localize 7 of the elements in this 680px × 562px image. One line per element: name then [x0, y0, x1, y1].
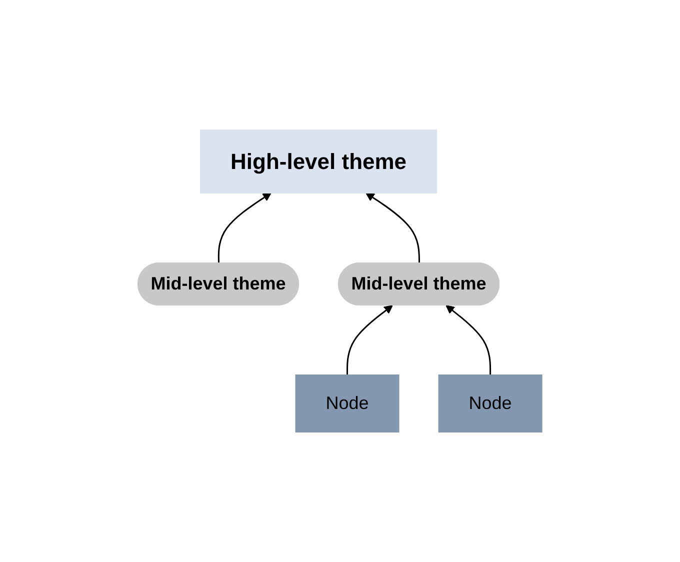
node-box: High-level theme	[200, 130, 438, 194]
node-box: Node	[295, 374, 400, 432]
arrow	[346, 305, 393, 375]
arrow	[366, 192, 420, 264]
arrow	[446, 305, 492, 375]
node-box: Node	[438, 374, 542, 432]
arrow	[218, 192, 272, 264]
